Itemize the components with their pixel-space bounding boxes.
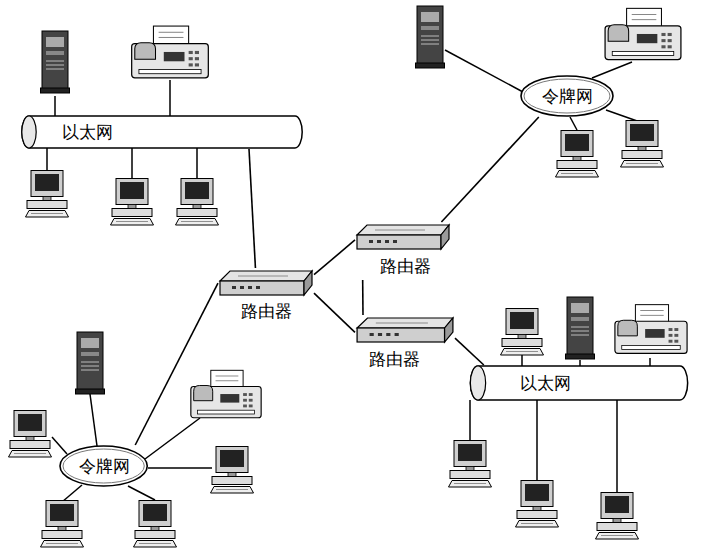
network-label: 令牌网 — [542, 86, 593, 106]
ethernet-bus: 以太网 — [460, 365, 698, 401]
network-link — [314, 240, 355, 275]
router-icon — [355, 222, 451, 252]
router-label: 路由器 — [241, 301, 292, 321]
network-link — [441, 117, 538, 222]
bus-cable — [460, 365, 698, 401]
network-label: 令牌网 — [79, 456, 130, 476]
bus-cable — [12, 115, 312, 149]
network-link — [249, 149, 255, 268]
router-label: 路由器 — [380, 256, 431, 276]
router-icon — [218, 268, 314, 298]
router-icon — [355, 315, 455, 345]
router-label-row: 路由器 — [355, 345, 455, 373]
router-node: 路由器 — [218, 268, 314, 324]
router-label-row: 路由器 — [218, 298, 314, 324]
network-link — [362, 280, 364, 315]
token-ring: 令牌网 — [59, 445, 148, 487]
router-label-row: 路由器 — [355, 252, 451, 280]
router-node: 路由器 — [355, 315, 455, 373]
network-link — [455, 338, 484, 365]
router-label: 路由器 — [369, 349, 420, 369]
router-node: 路由器 — [355, 222, 451, 280]
token-ring: 令牌网 — [520, 75, 614, 117]
network-link — [314, 293, 355, 332]
ethernet-bus: 以太网 — [12, 115, 312, 149]
network-label: 以太网 — [62, 122, 113, 142]
network-link — [135, 283, 218, 445]
network-label: 以太网 — [520, 373, 571, 393]
